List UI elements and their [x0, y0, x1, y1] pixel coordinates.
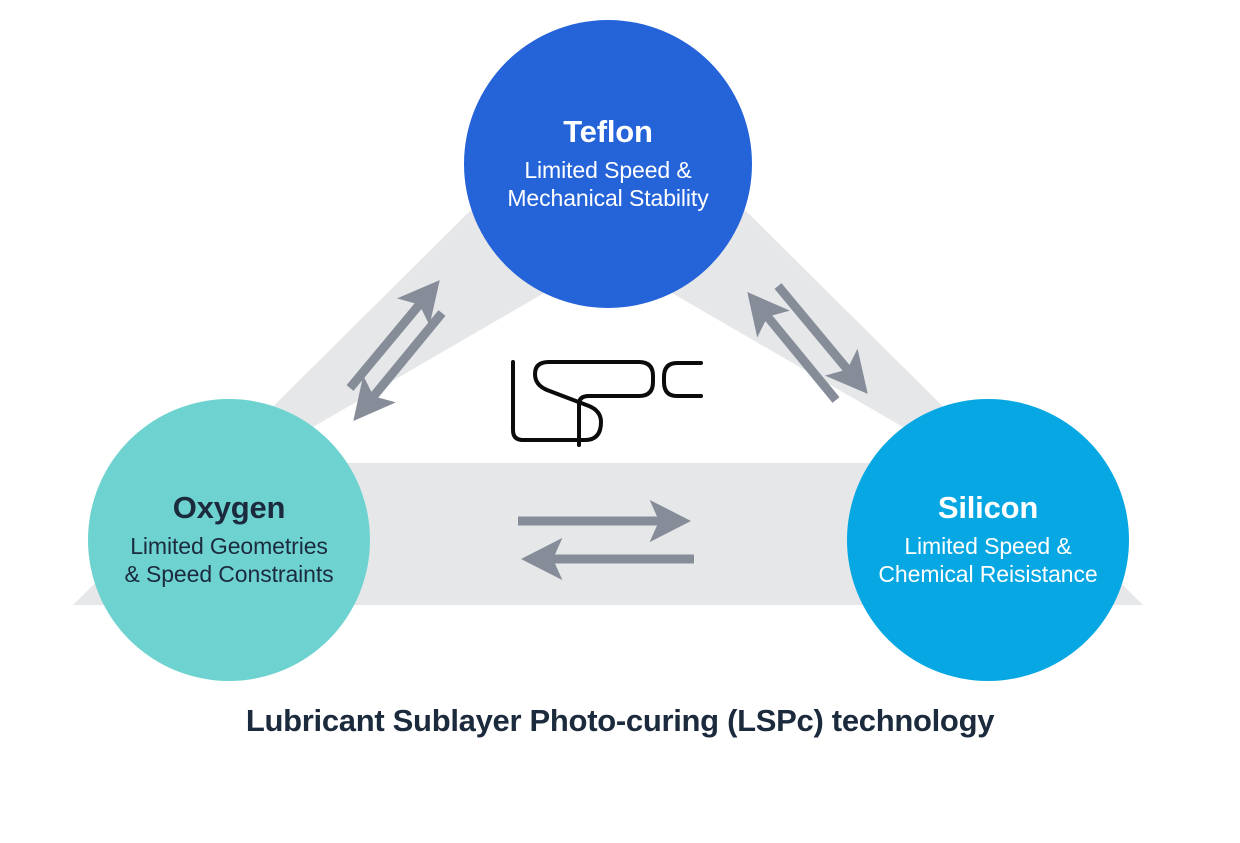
arrow-teflon-to-silicon: [774, 283, 868, 394]
arrow-silicon-to-teflon: [747, 292, 840, 403]
arrow-oxygen-to-teflon: [346, 280, 440, 391]
node-silicon[interactable]: Silicon Limited Speed & Chemical Reisist…: [847, 399, 1129, 681]
node-oxygen-subtitle-line2: & Speed Constraints: [124, 560, 334, 587]
logo-letter-p: [577, 360, 655, 447]
arrows-teflon-silicon: [747, 283, 868, 403]
node-teflon-subtitle-line2: Mechanical Stability: [507, 184, 709, 211]
node-silicon-subtitle-line2: Chemical Reisistance: [878, 560, 1098, 587]
node-silicon-subtitle-line1: Limited Speed &: [904, 532, 1072, 559]
node-silicon-title: Silicon: [937, 490, 1039, 526]
node-teflon-title: Teflon: [563, 114, 653, 150]
node-oxygen-title: Oxygen: [172, 490, 286, 526]
logo-letter-s: [523, 360, 605, 442]
arrows-oxygen-teflon: [346, 280, 446, 421]
node-oxygen-subtitle-line1: Limited Geometries: [130, 532, 328, 559]
node-teflon-subtitle-line1: Limited Speed &: [524, 156, 692, 183]
arrow-teflon-to-oxygen: [353, 310, 446, 421]
node-oxygen[interactable]: Oxygen Limited Geometries & Speed Constr…: [88, 399, 370, 681]
logo-letter-c: [662, 361, 703, 398]
arrows-oxygen-silicon: [518, 499, 694, 581]
lspc-logo: [505, 352, 720, 452]
diagram-caption: Lubricant Sublayer Photo-curing (LSPc) t…: [245, 703, 995, 738]
logo-letter-l: [511, 360, 581, 442]
node-teflon[interactable]: Teflon Limited Speed & Mechanical Stabil…: [464, 20, 752, 308]
